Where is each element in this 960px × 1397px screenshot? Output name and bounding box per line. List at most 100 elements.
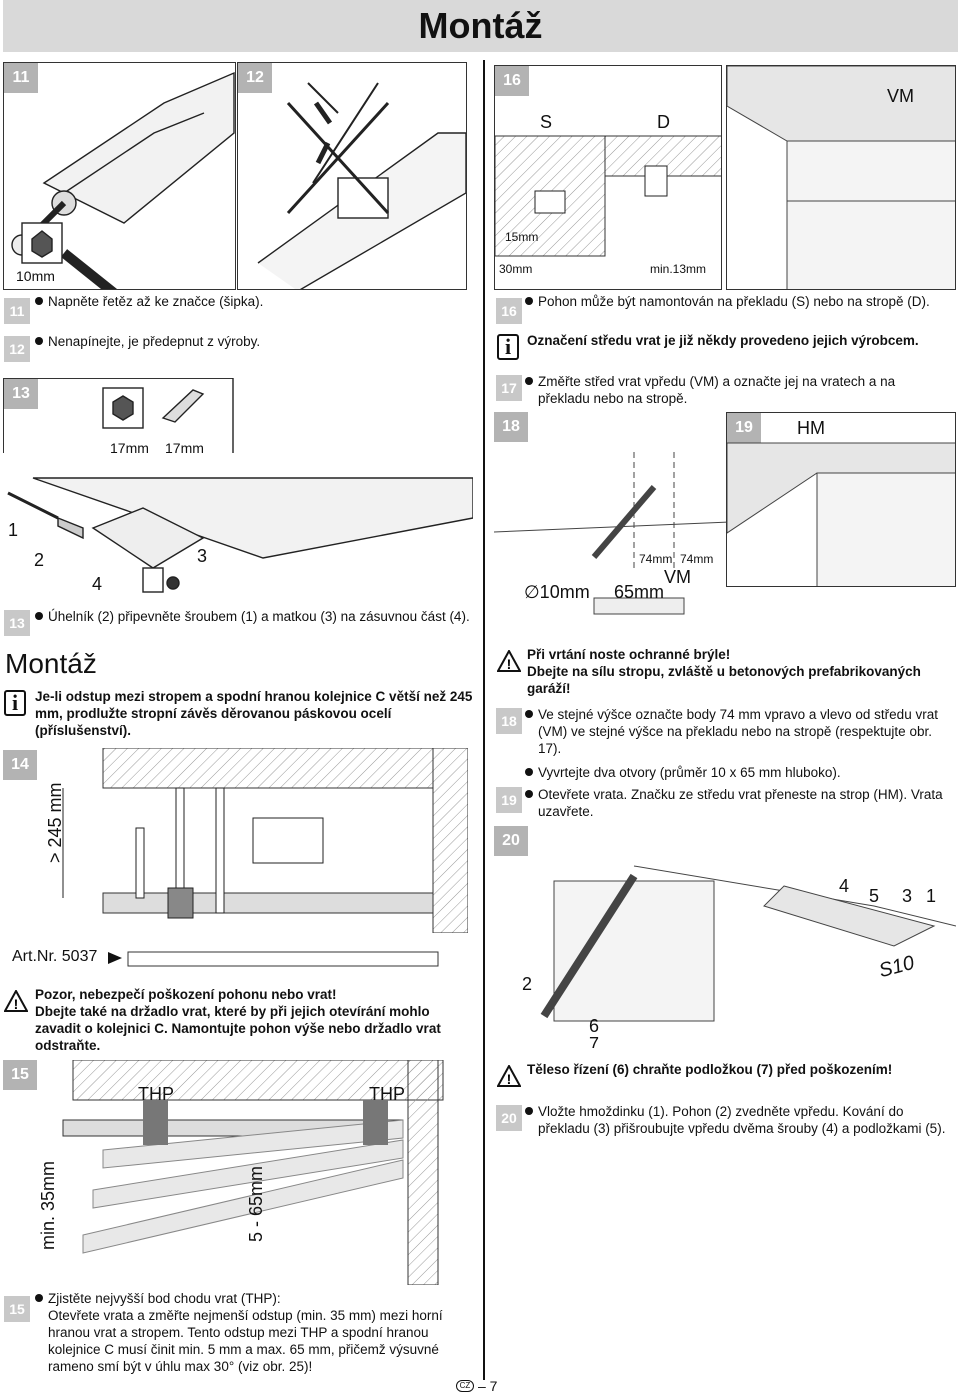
figure-16: 16 S D 15mm 30mm min.13mm — [494, 65, 722, 290]
step-12-text: Nenapínejte, je předepnut z výroby. — [35, 333, 475, 350]
dim-74a: 74mm — [639, 552, 673, 566]
step-15-number: 15 — [4, 1296, 30, 1322]
part-1: 1 — [8, 520, 19, 540]
figure-15: 15 THP THP min. 35mm 5 - 65mm — [3, 1060, 468, 1285]
dim-min-13mm: min.13mm — [650, 262, 707, 276]
label-s: S — [540, 112, 553, 132]
part-3: 3 — [902, 886, 913, 906]
warning-18-text: Při vrtání noste ochranné brýle! Dbejte … — [527, 647, 921, 696]
step-15-text: Otevřete vrata a změřte nejmenší odstup … — [48, 1308, 443, 1374]
step-17-number: 17 — [496, 375, 522, 401]
figure-number: 15 — [3, 1060, 37, 1090]
label-10mm: 10mm — [16, 268, 55, 284]
section-heading: Montáž — [5, 648, 97, 679]
step-11-number: 11 — [4, 298, 30, 324]
dim-30mm: 30mm — [499, 262, 533, 276]
perforated-strap — [108, 951, 439, 967]
figure-number: 12 — [238, 63, 272, 93]
warning-20-text: Těleso řízení (6) chraňte podložkou (7) … — [527, 1062, 893, 1077]
warning-icon: ! — [497, 650, 521, 672]
figure-14: 14 > 245 mm — [3, 748, 468, 933]
dim-15mm: 15mm — [505, 230, 539, 244]
svg-text:!: ! — [507, 656, 512, 672]
thp-b: THP — [369, 1084, 405, 1104]
figure-number: 20 — [494, 826, 528, 856]
label-vm: VM — [887, 86, 914, 106]
label-vm: VM — [664, 567, 691, 587]
svg-text:!: ! — [507, 1071, 512, 1087]
info-icon: i — [497, 334, 519, 360]
column-divider — [483, 60, 485, 1380]
part-5: 5 — [869, 886, 880, 906]
part-2: 2 — [522, 974, 533, 994]
door-travel-illustration — [62, 1060, 444, 1285]
warning-14-text: Pozor, nebezpečí poškození pohonu nebo v… — [35, 987, 441, 1053]
part-3: 3 — [197, 546, 208, 566]
step-13-text: Úhelník (2) připevněte šroubem (1) a mat… — [35, 608, 475, 625]
drill-depth: 65mm — [614, 582, 665, 602]
figure-11: 11 10mm — [3, 62, 236, 290]
svg-text:!: ! — [14, 996, 19, 1012]
step-15-title: Zjistěte nejvyšší bod chodu vrat (THP): — [35, 1290, 475, 1307]
thp-a: THP — [138, 1084, 174, 1104]
figure-number: 18 — [494, 412, 528, 442]
label-hm: HM — [797, 418, 825, 438]
step-19-text: Otevřete vrata. Značku ze středu vrat př… — [525, 786, 950, 820]
step-16-text: Pohon může být namontován na překladu (S… — [525, 293, 955, 310]
language-badge: CZ — [456, 1380, 474, 1392]
page-title: Montáž — [418, 5, 543, 46]
part-4: 4 — [839, 876, 850, 896]
figure-17: 17 VM — [726, 65, 956, 290]
fixing-illustration — [540, 865, 956, 1022]
dim-74b: 74mm — [680, 552, 714, 566]
label-17mm-a: 17mm — [110, 440, 149, 456]
bracket-assembly-illustration — [7, 378, 473, 593]
page-header: Montáž — [3, 0, 958, 52]
step-20-text: Vložte hmoždinku (1). Pohon (2) zvedněte… — [525, 1103, 953, 1137]
figure-12: 12 — [237, 62, 467, 290]
figure-18: 18 ∅10mm 65mm 74mm 74mm VM — [494, 412, 730, 632]
door-centre-illustration — [727, 66, 955, 289]
figure-number: 19 — [727, 413, 761, 443]
part-4: 4 — [92, 574, 103, 594]
label-17mm-b: 17mm — [165, 440, 204, 456]
dim-min-35: min. 35mm — [38, 1160, 58, 1250]
step-18-text-a: Ve stejné výšce označte body 74 mm vprav… — [525, 706, 950, 757]
drilling-illustration — [494, 452, 730, 615]
dim-5-65: 5 - 65mm — [246, 1165, 266, 1242]
part-6: 6 — [589, 1016, 600, 1036]
step-16-number: 16 — [496, 298, 522, 324]
art-number: Art.Nr. 5037 — [12, 948, 98, 965]
part-2: 2 — [34, 550, 45, 570]
figure-number: 11 — [4, 63, 38, 93]
step-18-number: 18 — [496, 708, 522, 734]
info-17-text: Označení středu vrat je již někdy proved… — [527, 333, 919, 348]
part-1: 1 — [926, 886, 937, 906]
step-13-number: 13 — [4, 610, 30, 636]
page-number: – 7 — [478, 1378, 498, 1394]
extension-strap-illustration — [62, 748, 468, 933]
step-12-number: 12 — [4, 336, 30, 362]
info-14-text: Je-li odstup mezi stropem a spodní hrano… — [35, 689, 473, 738]
warning-icon: ! — [4, 990, 28, 1012]
part-7: 7 — [589, 1034, 600, 1048]
dim-245: > 245 mm — [45, 782, 65, 863]
step-11-text: Napněte řetěz až ke značce (šipka). — [35, 293, 475, 310]
drill-size: ∅10mm — [524, 582, 590, 602]
figure-19: 19 HM — [726, 412, 956, 587]
ratchet-illustration — [11, 71, 235, 289]
step-20-number: 20 — [496, 1105, 522, 1131]
figure-20: 20 4 5 3 1 2 6 7 S10 — [494, 826, 956, 1048]
step-17-text: Změřte střed vrat vpředu (VM) a označte … — [525, 373, 950, 407]
figure-number: 16 — [495, 66, 529, 96]
step-19-number: 19 — [496, 787, 522, 813]
figure-number: 14 — [3, 750, 37, 780]
ceiling-mark-illustration — [727, 442, 955, 586]
warning-icon: ! — [497, 1065, 521, 1087]
label-d: D — [657, 112, 670, 132]
mounting-position-illustration — [495, 135, 721, 257]
do-not-tension-illustration — [257, 82, 466, 289]
info-icon: i — [4, 690, 26, 716]
figure-number: 13 — [4, 379, 38, 409]
step-18-text-b: Vyvrtejte dva otvory (průměr 10 x 65 mm … — [525, 764, 950, 781]
